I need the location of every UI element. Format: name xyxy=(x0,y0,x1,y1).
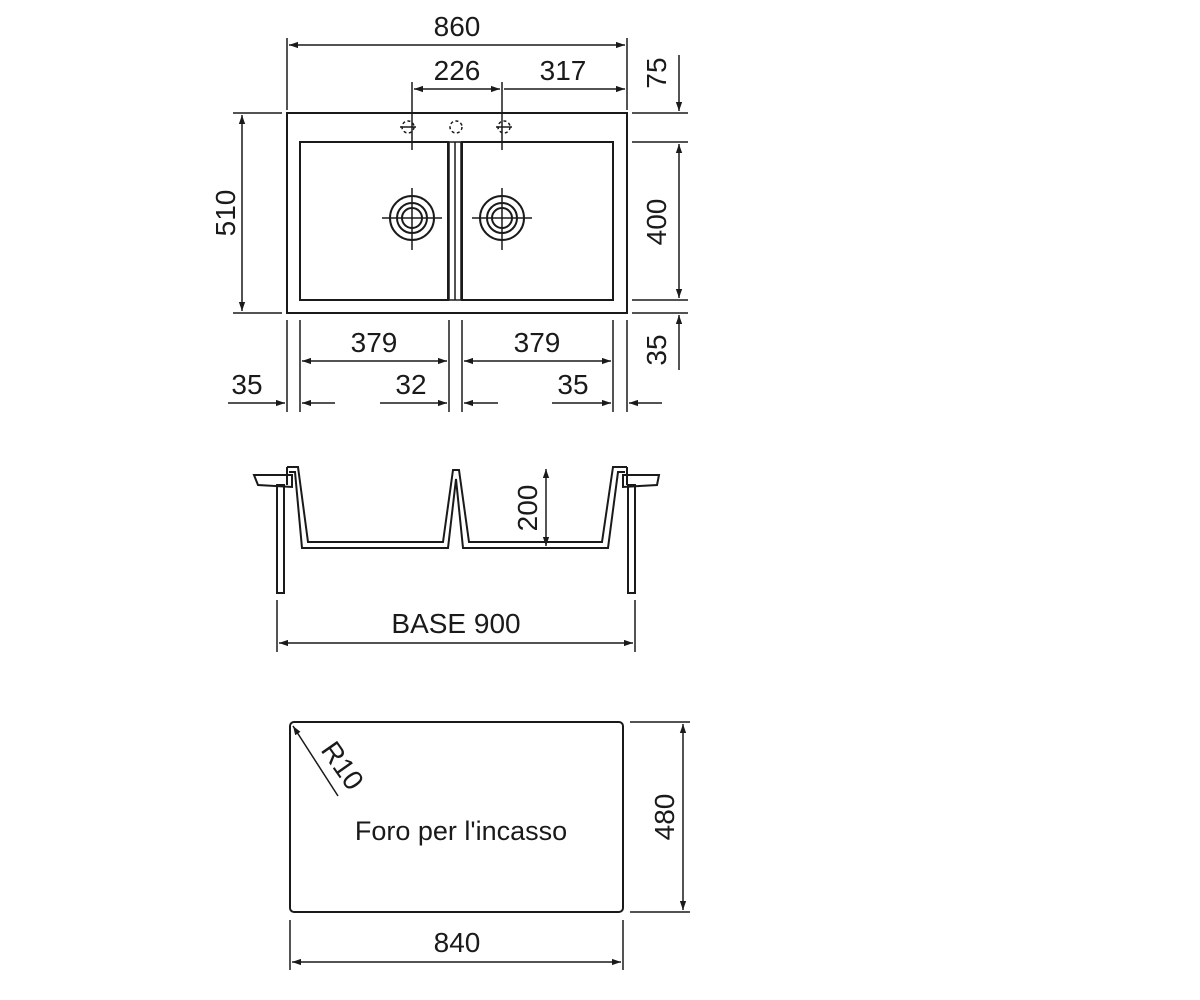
dim-base-label: BASE 900 xyxy=(391,608,520,639)
top-view: 860 226 317 75 400 35 510 379 379 xyxy=(210,11,688,412)
cutout-view: R10 Foro per l'incasso 480 840 xyxy=(289,721,690,970)
dim-bowl-width-left: 379 xyxy=(351,327,398,358)
dim-front-margin: 35 xyxy=(641,334,672,365)
tap-holes xyxy=(400,120,512,134)
sink-profile-outer xyxy=(287,466,627,543)
section-view: 200 BASE 900 xyxy=(252,466,661,652)
dim-bowl-width-right: 379 xyxy=(514,327,561,358)
countertop-left xyxy=(252,474,293,489)
dim-rear-margin: 75 xyxy=(641,57,672,88)
dim-bowl-depth: 400 xyxy=(641,199,672,246)
right-bowl xyxy=(461,141,614,301)
cabinet-side-left xyxy=(276,484,285,594)
sink-profile-inner xyxy=(289,471,625,549)
dim-corner-radius: R10 xyxy=(315,736,370,796)
dim-overall-depth: 510 xyxy=(210,190,241,237)
countertop-right xyxy=(622,474,661,489)
dim-cutout-height: 480 xyxy=(649,794,680,841)
dim-overall-width: 860 xyxy=(434,11,481,42)
dim-side-margin-left: 35 xyxy=(231,369,262,400)
right-drain xyxy=(472,188,532,250)
dim-divider-width: 32 xyxy=(395,369,426,400)
sink-outline xyxy=(286,112,628,314)
cutout-outline xyxy=(289,721,624,913)
dim-cutout-width: 840 xyxy=(434,927,481,958)
dim-tap-to-center: 226 xyxy=(434,55,481,86)
cabinet-side-right xyxy=(627,484,636,594)
left-bowl xyxy=(299,141,449,301)
dim-bowl-height: 200 xyxy=(512,485,543,532)
dim-center-to-edge: 317 xyxy=(540,55,587,86)
left-drain xyxy=(382,188,442,250)
cutout-title: Foro per l'incasso xyxy=(355,816,567,846)
dim-side-margin-right: 35 xyxy=(557,369,588,400)
